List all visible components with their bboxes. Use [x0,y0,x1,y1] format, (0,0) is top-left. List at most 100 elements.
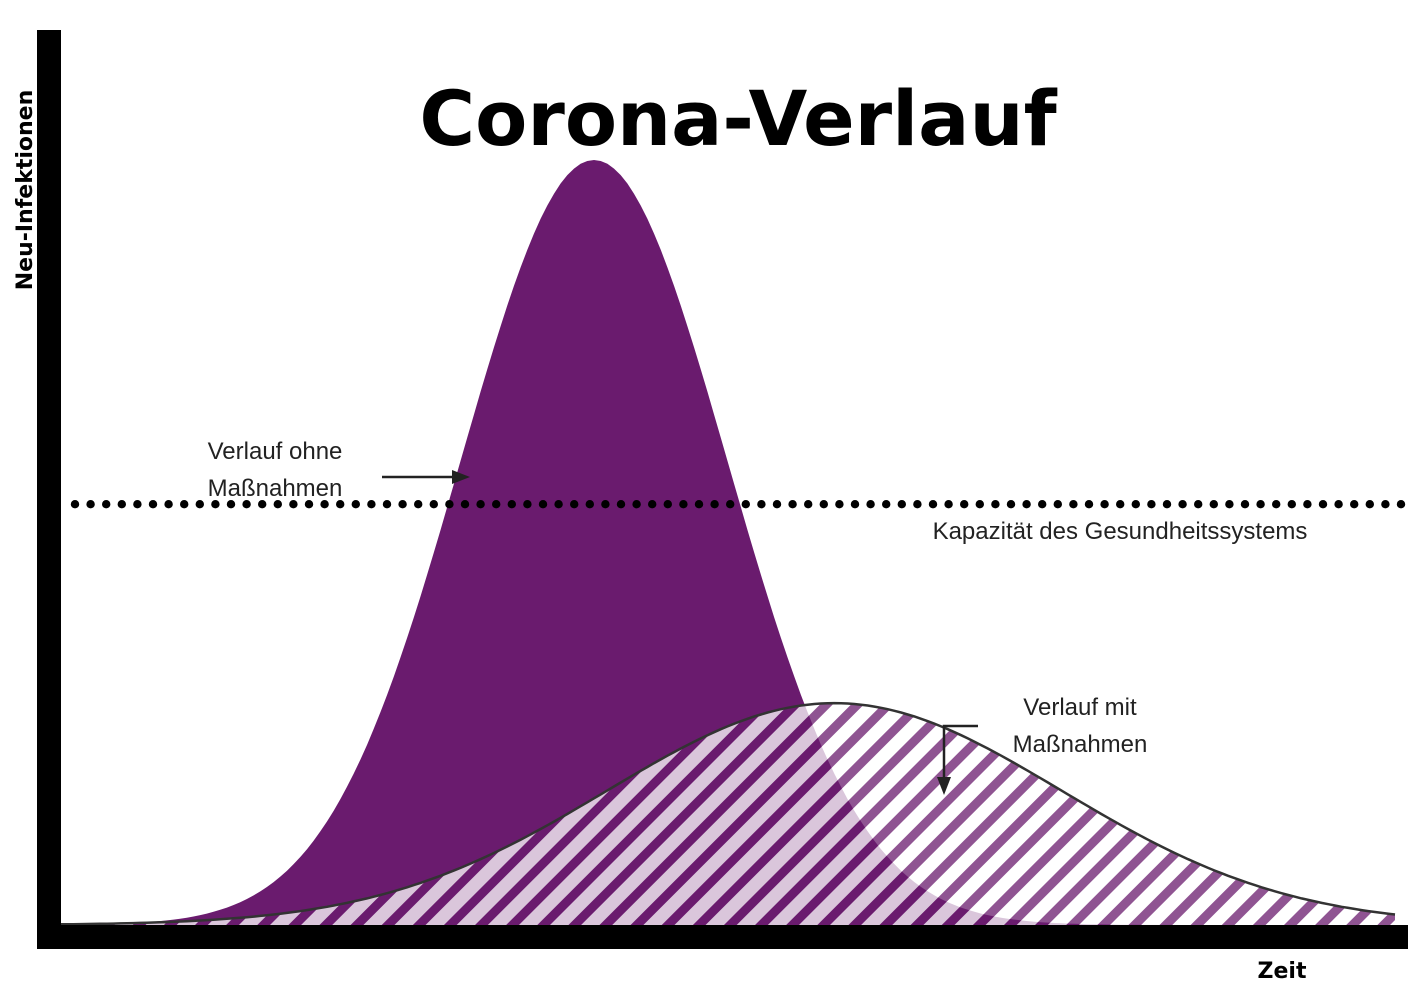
capacity-line-dot [772,500,782,509]
capacity-line-dot [195,500,204,509]
capacity-line-dot [554,500,563,509]
capacity-line-dot [336,500,345,509]
capacity-line-dot [1334,500,1343,509]
capacity-line-dot [1365,500,1375,509]
capacity-line-dot [882,500,891,509]
capacity-line-dot [1287,500,1297,509]
capacity-line-dot [367,500,376,509]
capacity-line-dot [476,500,485,509]
capacity-line-dot [538,500,548,509]
capacity-line-dot [242,500,251,509]
capacity-line-dot [1350,500,1359,509]
capacity-line-dot [928,500,938,509]
series-area-with-measures [60,703,1395,925]
capacity-line-dot [1318,500,1328,509]
capacity-line-dot [1225,500,1234,509]
capacity-line-dot [1396,500,1406,509]
capacity-line-dot [258,500,267,509]
capacity-line-dot [398,500,407,509]
capacity-line-dot [320,500,329,509]
capacity-line-dot [757,500,766,509]
capacity-line-dot [913,500,922,509]
annotation-without-measures-line-1: Verlauf ohne [208,438,343,465]
capacity-line-dot [1084,500,1094,509]
capacity-line-dot [1194,500,1203,509]
capacity-line-dot [117,500,127,509]
series-layer [58,160,1396,926]
capacity-label: Kapazität des Gesundheitssystems [933,518,1308,545]
capacity-line-dot [991,500,1000,509]
annotation-with-measures-line-2: Maßnahmen [1013,731,1148,758]
capacity-line-dot [1116,500,1125,509]
capacity-line-dot [788,500,797,509]
capacity-line-dot [897,500,906,509]
capacity-line-dot [1240,500,1250,509]
capacity-line-dot [710,500,719,509]
capacity-line-dot [304,500,314,509]
capacity-line-dot [164,500,173,509]
annotation-without-measures-line-2: Maßnahmen [208,475,343,502]
capacity-line-dot [1178,500,1187,509]
capacity-line-dot [86,500,95,509]
x-axis-label: Zeit [1258,959,1307,984]
capacity-line-dot [741,500,750,509]
capacity-line-dot [944,500,953,509]
capacity-line-dot [1209,500,1219,509]
capacity-line-dot [726,500,735,509]
y-axis-label: Neu-Infektionen [13,90,38,291]
capacity-line-dot [429,500,438,509]
capacity-line-dot [460,500,470,509]
annotation-with-measures-line-1: Verlauf mit [1023,694,1137,721]
capacity-line-dot [616,500,626,509]
reference-line-layer [70,500,1406,509]
capacity-line-dot [960,500,969,509]
capacity-line-dot [1006,500,1016,509]
capacity-line-dot [289,500,298,509]
capacity-line-dot [1100,500,1109,509]
capacity-line-dot [102,500,111,509]
capacity-line-dot [1053,500,1063,509]
capacity-line-dot [1022,500,1031,509]
chart-title: Corona-Verlauf [419,74,1057,163]
series-outline-with-measures [58,701,1396,926]
capacity-line-dot [850,500,860,509]
capacity-line-dot [1131,500,1141,509]
capacity-line-dot [601,500,610,509]
capacity-line-dot [1381,500,1390,509]
capacity-line-dot [679,500,688,509]
capacity-line-dot [351,500,360,509]
capacity-line-dot [523,500,532,509]
capacity-line-dot [445,500,454,509]
capacity-line-dot [694,500,704,509]
capacity-line-dot [211,500,220,509]
capacity-line-dot [585,500,594,509]
capacity-line-dot [273,500,282,509]
capacity-line-dot [507,500,516,509]
capacity-line-dot [866,500,875,509]
capacity-line-dot [70,500,80,509]
capacity-line-dot [1162,500,1172,509]
capacity-line-dot [1272,500,1281,509]
annotation-with-measures-arrow [937,724,978,795]
capacity-line-dot [180,500,189,509]
capacity-reference-line [70,500,1406,509]
capacity-line-dot [632,500,641,509]
capacity-line-dot [819,500,828,509]
capacity-line-dot [414,500,423,509]
capacity-line-dot [1256,500,1265,509]
series-area-without-measures [60,160,1395,925]
capacity-line-dot [648,500,657,509]
capacity-line-dot [975,500,984,509]
capacity-line-dot [382,500,392,509]
capacity-line-dot [835,500,844,509]
capacity-line-dot [492,500,501,509]
capacity-line-dot [148,500,158,509]
capacity-line-dot [133,500,142,509]
capacity-line-dot [1147,500,1156,509]
capacity-line-dot [1303,500,1312,509]
capacity-line-dot [1069,500,1078,509]
capacity-line-dot [804,500,813,509]
annotation-without-measures-arrow [382,470,470,484]
